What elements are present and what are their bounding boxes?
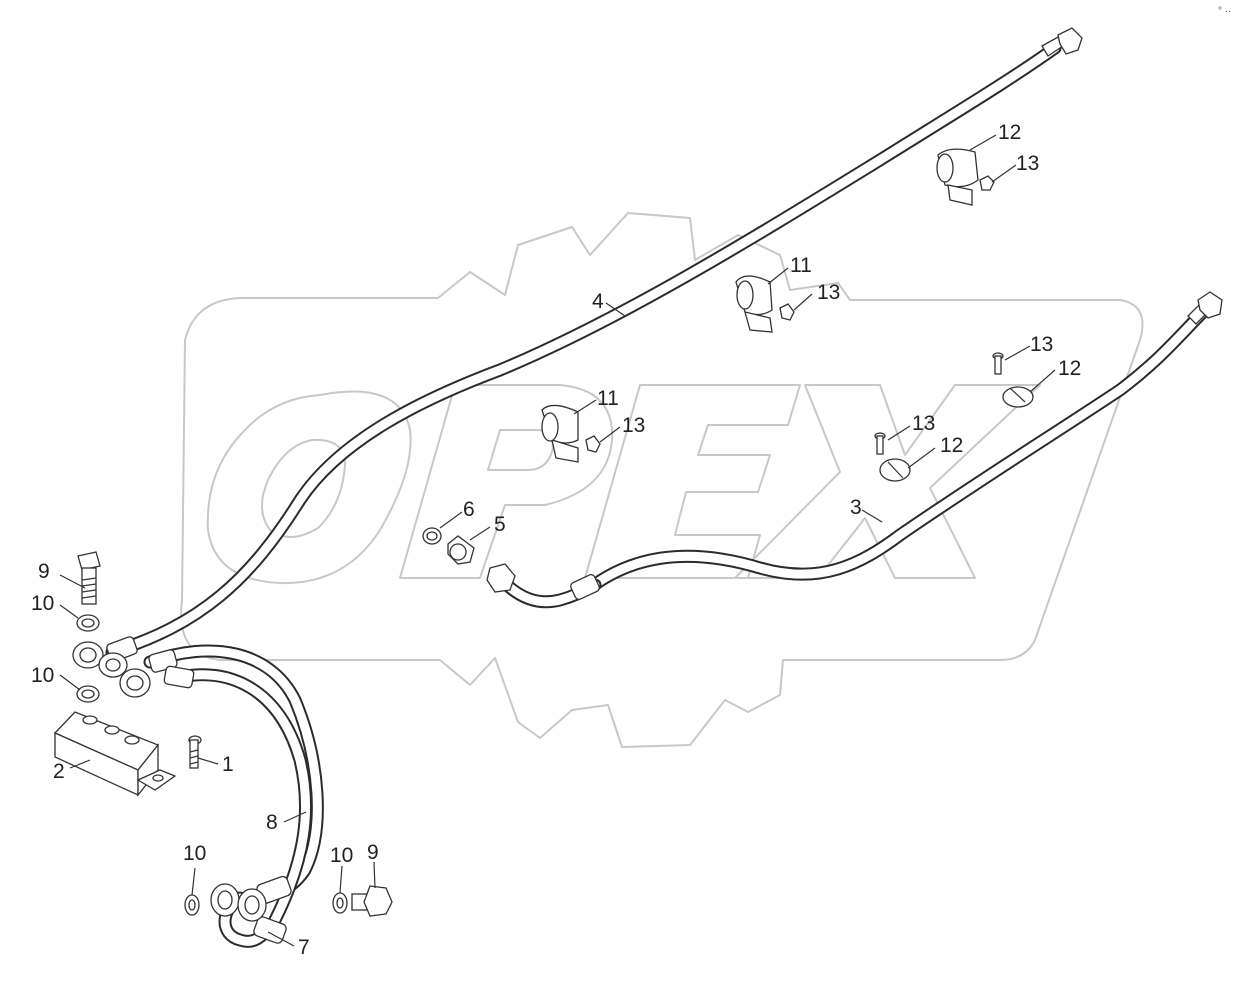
callout-6: 6	[463, 498, 475, 521]
callout-10-b: 10	[31, 664, 54, 687]
callout-10-d: 10	[330, 844, 353, 867]
callout-7: 7	[298, 936, 310, 959]
callout-11-b: 11	[597, 387, 619, 410]
washer-6	[422, 527, 442, 545]
callout-13-b: 13	[817, 281, 840, 304]
callout-13-d: 13	[1030, 333, 1053, 356]
callout-5: 5	[494, 513, 506, 536]
hose-3	[486, 291, 1223, 609]
nut-13-c	[585, 435, 601, 453]
callout-10-a: 10	[31, 592, 54, 615]
callout-12-c: 12	[940, 434, 963, 457]
callout-4: 4	[592, 290, 604, 313]
clamp-11-a	[735, 275, 773, 333]
bolt-9-upper	[77, 551, 101, 605]
banjo-fittings-upper	[72, 636, 195, 698]
hose-4	[105, 27, 1083, 659]
callout-13-a: 13	[1016, 152, 1039, 175]
clamp-11-b	[541, 404, 579, 463]
hose-8	[143, 644, 324, 927]
watermark-gear	[180, 212, 1144, 748]
washer-10-b	[76, 685, 100, 703]
hose-3-end-fitting	[1187, 291, 1223, 325]
bolt-9-lower	[351, 885, 393, 917]
watermark-text	[206, 384, 1041, 585]
adapter-5	[447, 535, 475, 565]
leader-lines	[59, 134, 1056, 947]
callout-13-e: 13	[912, 412, 935, 435]
corner-mark: ° ··	[1218, 6, 1231, 17]
bolt-13-e	[874, 432, 886, 455]
callouts: 1 2 3 4 5 6 7 8 9 9 10 10 10 10 11 11 12…	[31, 121, 1081, 959]
clamp-12-a	[936, 148, 979, 206]
callout-11-a: 11	[790, 254, 812, 277]
callout-12-b: 12	[1058, 357, 1081, 380]
callout-10-c: 10	[183, 842, 206, 865]
hose-3-nut	[486, 563, 516, 593]
callout-13-c: 13	[622, 414, 645, 437]
callout-2: 2	[53, 760, 65, 783]
washer-10-c	[184, 894, 200, 916]
hose-4-end-fitting	[1041, 27, 1083, 57]
callout-8: 8	[266, 811, 278, 834]
fitting-7	[210, 875, 292, 948]
callout-9-lower: 9	[367, 841, 379, 864]
bolt-13-d	[992, 352, 1004, 375]
callout-1: 1	[222, 753, 234, 776]
washer-10-a	[76, 614, 100, 632]
bolt-1	[188, 735, 202, 769]
block-2	[53, 711, 177, 797]
nut-13-a	[979, 175, 995, 191]
callout-12-a: 12	[998, 121, 1021, 144]
washer-10-d	[332, 892, 348, 914]
clamp-12-b	[1002, 386, 1034, 408]
clamp-12-c	[879, 458, 911, 482]
hose-3-crimp-sleeve	[570, 574, 600, 600]
callout-3: 3	[850, 496, 862, 519]
callout-9-upper: 9	[38, 560, 50, 583]
nut-13-b	[779, 303, 795, 321]
